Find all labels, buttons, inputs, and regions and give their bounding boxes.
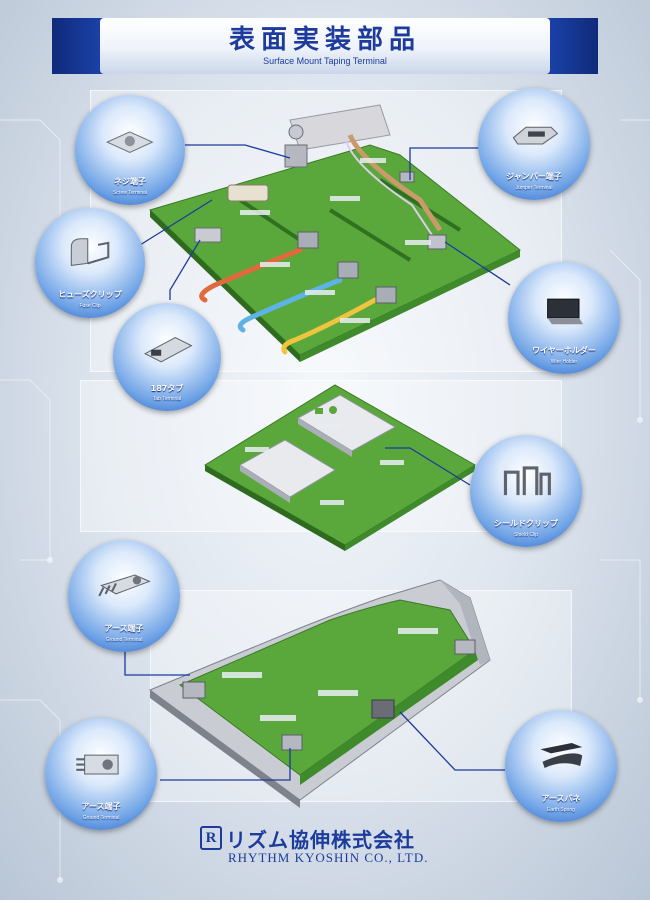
bubble-label: ワイヤーホルダー [532,346,596,356]
bubble-sub: Wire Holder [550,359,578,366]
bubble-shield-clip: シールドクリップ Shield Clip [470,435,582,547]
page-subtitle: Surface Mount Taping Terminal [263,56,387,66]
bubble-screw-terminal: ネジ端子 Screw Terminal [75,95,185,205]
header-banner: 表面実装部品 Surface Mount Taping Terminal [52,18,598,74]
bubble-jumper-terminal: ジャンパー端子 Jumper Terminal [478,88,590,200]
bubble-earth-spring: アースバネ Earth Spring [505,710,617,822]
bubble-sub: Jumper Terminal [515,185,553,192]
bottom-pcb-board [148,579,491,808]
wire-holder-icon [546,299,583,325]
bubble-fuse-clip: ヒューズクリップ Fuse Clip [35,208,145,318]
bubble-ground-terminal-2: アース端子 Ground Terminal [45,718,157,830]
jumper-terminal-icon [512,127,558,145]
bubble-sub: Shield Clip [514,532,538,539]
earth-spring-icon [540,743,582,769]
logo-mark: R [200,826,222,850]
fuse-clip-icon [70,238,110,266]
screw-terminal-icon [106,131,154,153]
company-name-english: RHYTHM KYOSHIN CO., LTD. [228,850,429,865]
bubble-label: シールドクリップ [494,519,558,529]
bubble-label: ヒューズクリップ [58,290,122,300]
bubble-tab-terminal: 187タブ Tab Terminal [113,303,221,411]
shield-clip-icon [503,466,551,496]
bubble-sub: Earth Spring [547,807,575,814]
bubble-label: アース端子 [104,624,144,634]
page-title: 表面実装部品 [228,25,421,55]
bubble-sub: Screw Terminal [112,190,148,197]
header-inner: 表面実装部品 Surface Mount Taping Terminal [100,18,550,74]
bubble-sub: Ground Terminal [82,815,120,822]
bubble-label: アース端子 [81,802,121,812]
bubble-ground-terminal-1: アース端子 Ground Terminal [68,540,180,652]
bubble-label: 187タブ [150,383,184,393]
ground-terminal-icon [97,574,151,597]
bubble-label: アースバネ [541,794,581,804]
company-logo: R リズム協伸株式会社 RHYTHM KYOSHIN CO., LTD. [200,826,460,870]
middle-pcb-board [204,384,476,551]
bubble-label: ジャンパー端子 [506,172,562,182]
bubble-sub: Fuse Clip [79,303,101,310]
company-name-japanese: リズム協伸株式会社 [226,828,415,852]
top-pcb-board [149,104,521,362]
callout-lines [124,144,511,781]
tab-terminal-icon [143,336,193,362]
bubble-label: ネジ端子 [114,177,146,187]
bubble-wire-holder: ワイヤーホルダー Wire Holder [508,262,620,374]
ground-terminal-icon [75,755,119,775]
bubble-sub: Tab Terminal [152,396,182,403]
bubble-sub: Ground Terminal [105,637,143,644]
